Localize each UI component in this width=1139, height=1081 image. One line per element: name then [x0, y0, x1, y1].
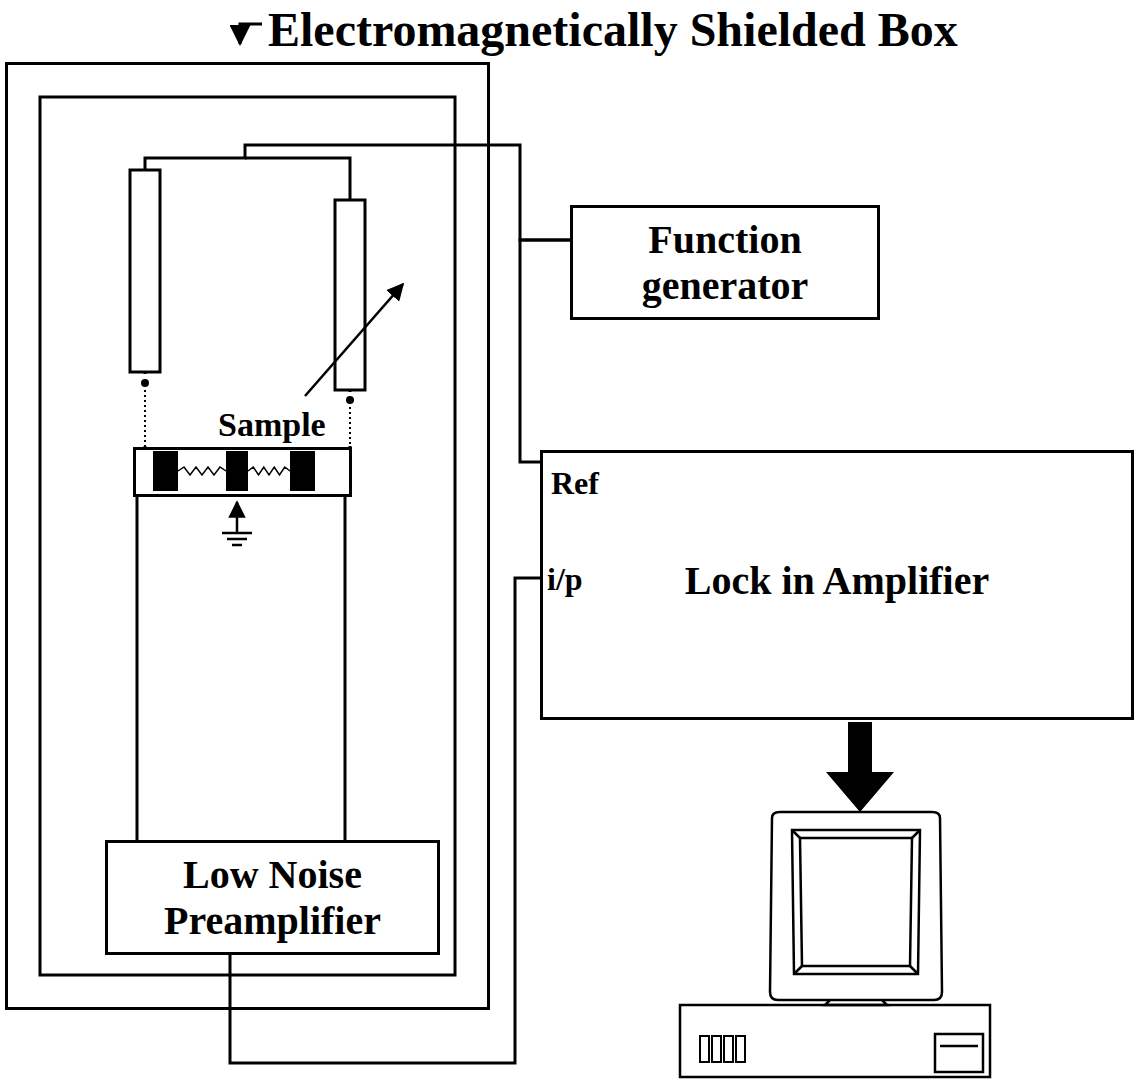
generator-box: Function generator — [570, 205, 880, 320]
dotted-lead — [349, 407, 351, 447]
sample-block: Sample — [133, 447, 352, 497]
dotted-lead — [144, 390, 146, 447]
terminal-dot — [346, 396, 354, 404]
resistor-symbol — [130, 170, 160, 372]
contact-pad — [290, 451, 315, 491]
preamplifier-box: Low Noise Preamplifier — [105, 840, 440, 955]
signal-wire — [230, 578, 540, 1063]
output-arrow — [826, 722, 894, 812]
gap — [343, 392, 357, 446]
shield-heading: Electromagnetically Shielded Box — [268, 2, 958, 57]
terminal-dot — [141, 379, 149, 387]
signal-wire — [520, 240, 570, 462]
shielded-box: Electromagnetically Shielded BoxSampleLo… — [5, 62, 490, 1010]
lock-in-box: RefLock in Amplifieri/p — [540, 450, 1134, 720]
sample-label: Sample — [218, 405, 326, 444]
signal-wire — [344, 497, 347, 840]
ground-symbol — [222, 533, 252, 545]
box-label: Lock in Amplifier — [543, 558, 1131, 604]
signal-wire — [136, 497, 139, 840]
box-label: Function generator — [583, 217, 867, 309]
gap — [138, 374, 152, 446]
sample-outline — [133, 447, 352, 497]
variable-arrow — [305, 284, 403, 396]
inner-shield — [40, 97, 455, 975]
port-label: Ref — [551, 465, 599, 502]
port-label: i/p — [547, 561, 583, 598]
ground-lead — [236, 502, 239, 532]
signal-wire — [145, 145, 570, 447]
sample-film — [178, 467, 290, 475]
contact-pad — [226, 451, 248, 491]
pointer-arrow — [240, 24, 262, 44]
variable-resistor-symbol — [335, 200, 365, 390]
computer-icon — [680, 812, 990, 1077]
contact-pad — [153, 451, 178, 491]
box-label: Low Noise Preamplifier — [118, 852, 427, 944]
